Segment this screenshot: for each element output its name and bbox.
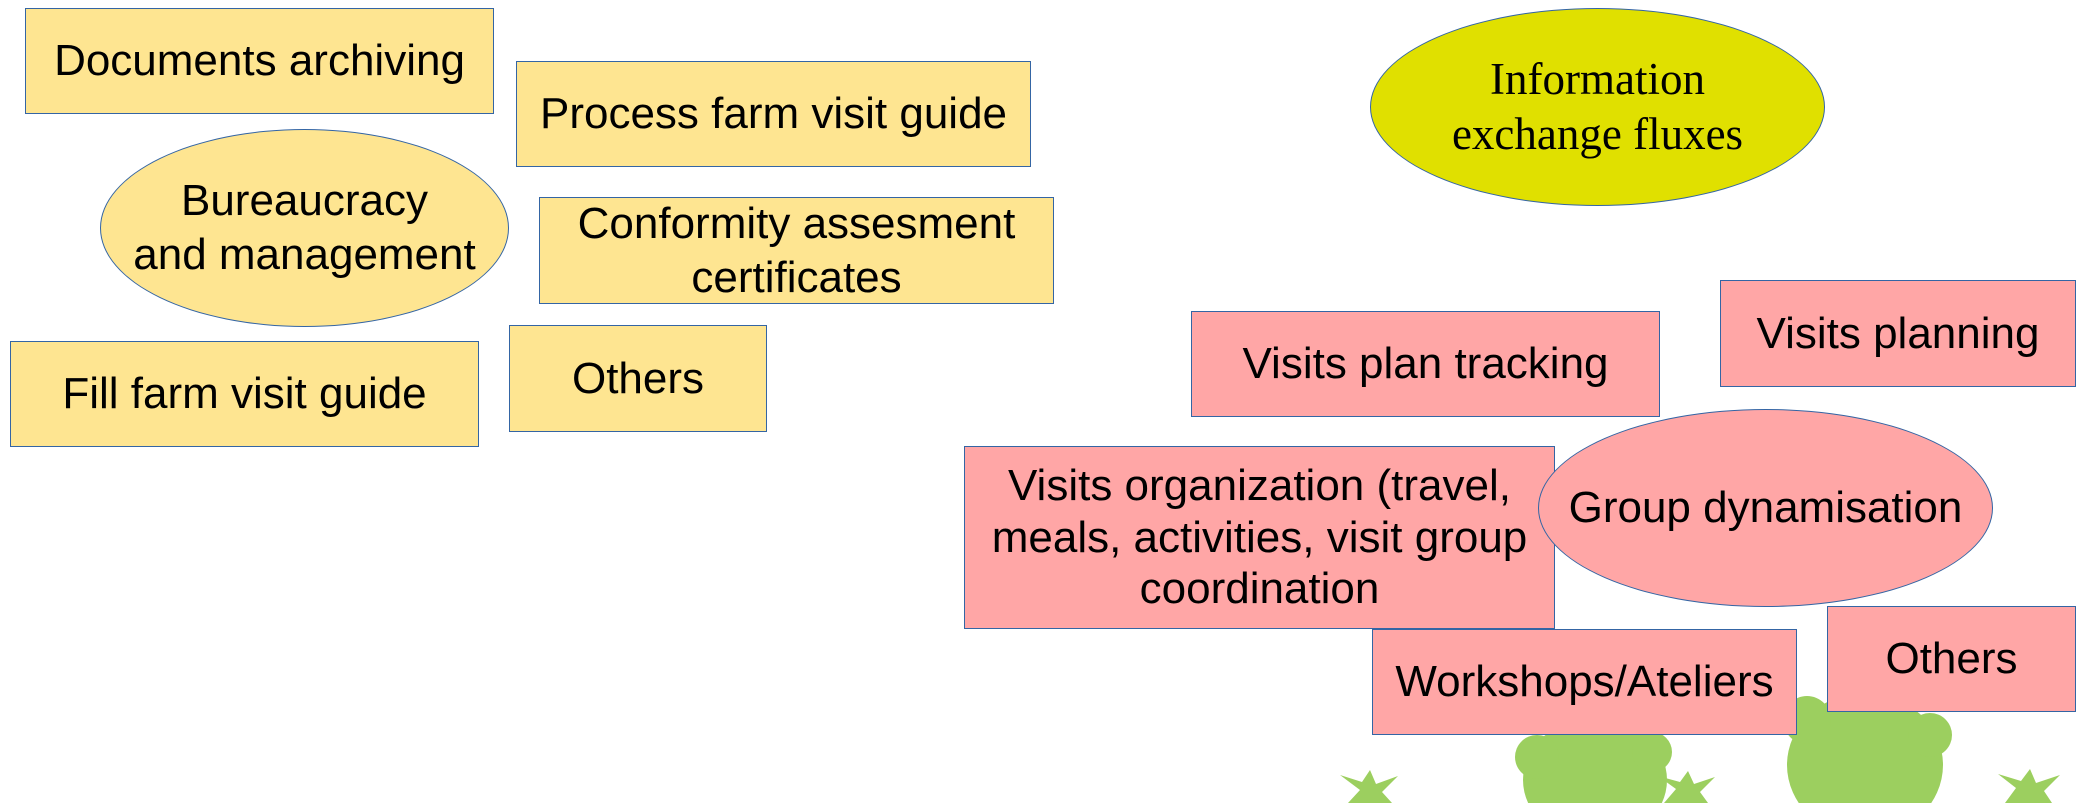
workshops-ateliers-box: Workshops/Ateliers bbox=[1372, 629, 1797, 735]
visits-planning-box: Visits planning bbox=[1720, 280, 2076, 387]
group-dynamisation-label: Group dynamisation bbox=[1568, 483, 1963, 533]
group-others-label: Others bbox=[1885, 634, 2018, 684]
conformity-certificates-label: Conformity assesment certificates bbox=[577, 198, 1016, 302]
visits-plan-tracking-label: Visits plan tracking bbox=[1242, 339, 1609, 389]
bureaucracy-management-label: Bureaucracy and management bbox=[133, 176, 476, 279]
process-farm-visit-guide-box: Process farm visit guide bbox=[516, 61, 1031, 167]
workshops-ateliers-label: Workshops/Ateliers bbox=[1395, 657, 1774, 707]
conformity-certificates-box: Conformity assesment certificates bbox=[539, 197, 1054, 304]
information-exchange-label: Information exchange fluxes bbox=[1451, 54, 1744, 159]
process-farm-visit-guide-label: Process farm visit guide bbox=[539, 89, 1008, 139]
fill-farm-visit-guide-box: Fill farm visit guide bbox=[10, 341, 479, 447]
group-dynamisation-hub: Group dynamisation bbox=[1538, 409, 1993, 607]
visits-organization-label: Visits organization (travel, meals, acti… bbox=[991, 460, 1528, 614]
management-others-box: Others bbox=[509, 325, 767, 432]
fill-farm-visit-guide-label: Fill farm visit guide bbox=[62, 369, 427, 419]
bureaucracy-management-hub: Bureaucracy and management bbox=[100, 129, 509, 327]
visits-plan-tracking-box: Visits plan tracking bbox=[1191, 311, 1660, 417]
visits-organization-box: Visits organization (travel, meals, acti… bbox=[964, 446, 1555, 629]
documents-archiving-box: Documents archiving bbox=[25, 8, 494, 114]
visits-planning-label: Visits planning bbox=[1756, 308, 2040, 358]
management-others-label: Others bbox=[571, 353, 705, 403]
group-others-box: Others bbox=[1827, 606, 2076, 712]
documents-archiving-label: Documents archiving bbox=[54, 36, 465, 86]
information-exchange-hub: Information exchange fluxes bbox=[1370, 8, 1825, 206]
